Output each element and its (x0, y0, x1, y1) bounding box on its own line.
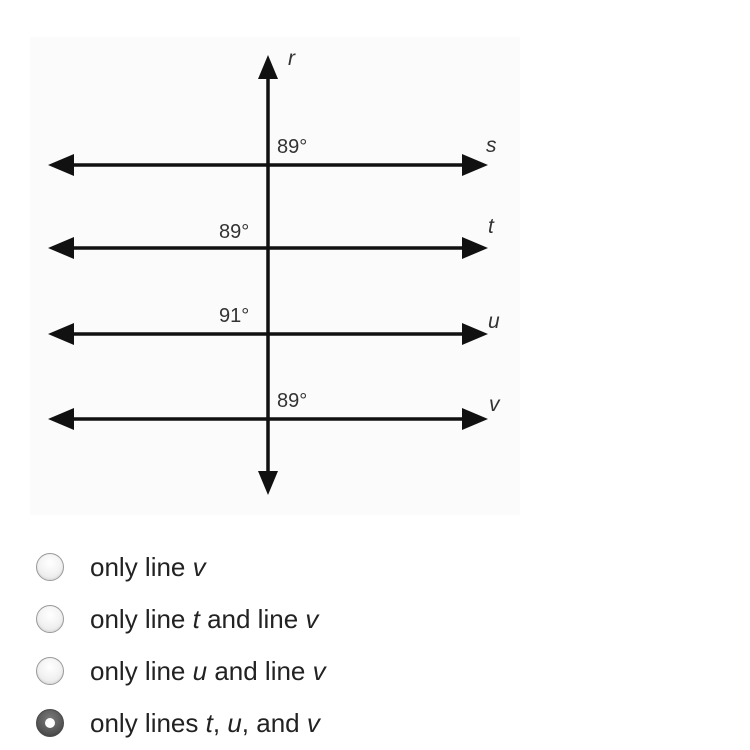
line-s-arrow-right (462, 154, 488, 176)
radio-button[interactable] (36, 553, 64, 581)
choice-part: t (192, 603, 200, 634)
choice-part: u (227, 707, 242, 738)
choice-part: and line (207, 655, 313, 686)
radio-dot (45, 718, 55, 728)
choice-2[interactable]: only line t and line v (36, 593, 716, 645)
choice-part: only line (90, 551, 193, 582)
choice-part: , and (241, 707, 307, 738)
transversal-arrow-down (258, 471, 278, 495)
choice-label: only lines t, u, and v (90, 708, 320, 739)
radio-button[interactable] (36, 605, 64, 633)
choice-part: and line (199, 603, 306, 634)
line-v-arrow-left (48, 408, 74, 430)
line-s-label: s (486, 134, 497, 157)
choice-label: only line t and line v (90, 604, 318, 635)
line-t-label: t (488, 215, 495, 238)
choice-part: only line (90, 655, 193, 686)
choice-part: v (306, 707, 320, 738)
transversal-arrow-up (258, 55, 278, 79)
choice-4[interactable]: only lines t, u, and v (36, 697, 716, 749)
transversal-label: r (288, 47, 296, 70)
choice-part: , (212, 707, 228, 738)
angle-label-v: 89° (277, 390, 307, 412)
choice-1[interactable]: only line v (36, 541, 716, 593)
line-v-label: v (489, 393, 501, 416)
choice-label: only line u and line v (90, 656, 326, 687)
line-t-arrow-right (462, 237, 488, 259)
choice-part: v (192, 551, 206, 582)
line-u-label: u (488, 310, 500, 333)
parallel-lines-diagram: r s 89° t 89° u 91° v 89° (30, 37, 520, 515)
answer-choices: only line v only line t and line v only … (36, 541, 716, 749)
choice-part: t (205, 707, 213, 738)
line-t-arrow-left (48, 237, 74, 259)
choice-part: v (312, 655, 326, 686)
choice-part: only line (90, 603, 193, 634)
line-s-arrow-left (48, 154, 74, 176)
radio-button[interactable] (36, 709, 64, 737)
choice-part: v (305, 603, 319, 634)
angle-label-t: 89° (219, 221, 249, 243)
angle-label-s: 89° (277, 136, 307, 158)
choice-part: only lines (90, 707, 206, 738)
choice-part: u (192, 655, 208, 686)
line-u-arrow-left (48, 323, 74, 345)
radio-button[interactable] (36, 657, 64, 685)
choice-3[interactable]: only line u and line v (36, 645, 716, 697)
line-v-arrow-right (462, 408, 488, 430)
angle-label-u: 91° (219, 305, 249, 327)
line-u-arrow-right (462, 323, 488, 345)
choice-label: only line v (90, 552, 206, 583)
diagram-svg: r s 89° t 89° u 91° v 89° (48, 47, 501, 495)
